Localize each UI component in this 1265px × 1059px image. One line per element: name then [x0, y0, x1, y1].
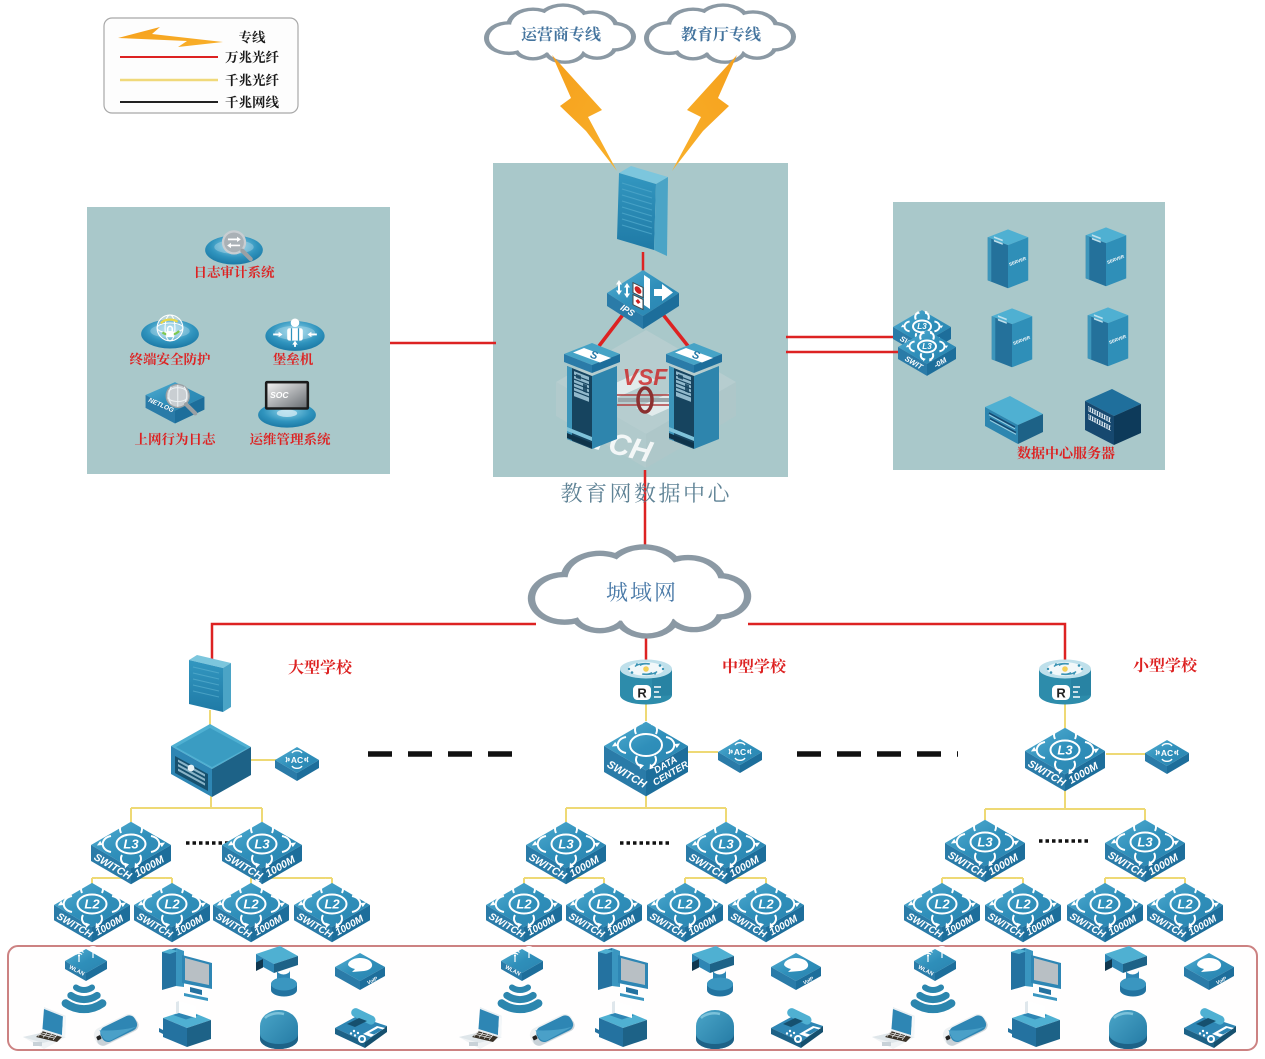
svg-text:VSF: VSF	[623, 364, 669, 390]
